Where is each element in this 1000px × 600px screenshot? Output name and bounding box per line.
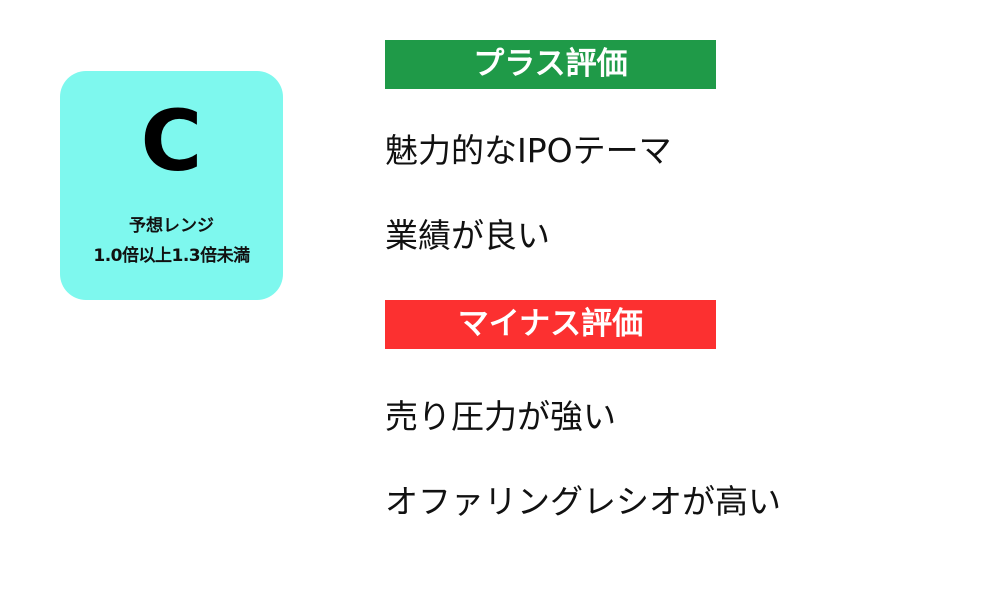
plus-evaluation-banner: プラス評価 xyxy=(385,40,716,89)
plus-item: 業績が良い xyxy=(385,216,550,255)
grade-card: C 予想レンジ 1.0倍以上1.3倍未満 xyxy=(60,71,283,300)
minus-evaluation-banner: マイナス評価 xyxy=(385,300,716,349)
minus-item: オファリングレシオが高い xyxy=(385,482,781,521)
range-value: 1.0倍以上1.3倍未満 xyxy=(93,246,250,266)
plus-item: 魅力的なIPOテーマ xyxy=(385,131,672,170)
grade-letter: C xyxy=(140,92,203,190)
minus-item: 売り圧力が強い xyxy=(385,397,616,436)
range-label: 予想レンジ xyxy=(129,216,214,236)
